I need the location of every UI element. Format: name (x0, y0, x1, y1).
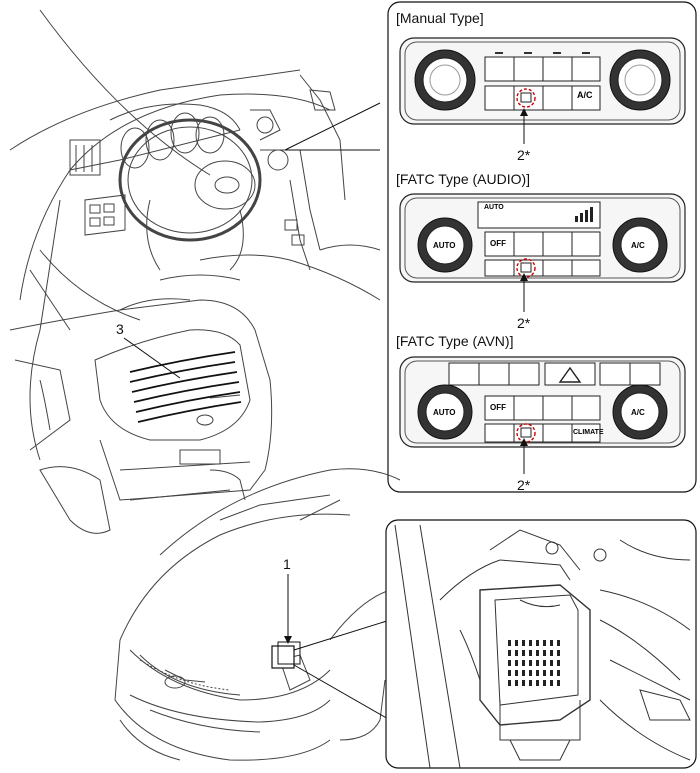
front-car-illustration (114, 468, 401, 761)
avn-callout-2: 2* (517, 477, 531, 493)
manual-ac-label: A/C (577, 90, 593, 100)
rear-defroster-lines (129, 351, 242, 423)
manual-arrowhead (520, 108, 528, 116)
dashboard-illustration (9, 9, 381, 331)
fatc-avn-title: [FATC Type (AVN)] (396, 333, 514, 349)
audio-callout-2: 2* (517, 315, 531, 331)
avn-arrowhead (520, 438, 528, 446)
avn-off-label: OFF (490, 403, 506, 412)
leader-line-dash-top (284, 102, 381, 151)
module-callout-1: 1 (283, 556, 291, 572)
audio-off-label: OFF (490, 239, 506, 248)
avn-auto-label: AUTO (433, 408, 456, 417)
audio-arrowhead (520, 273, 528, 281)
module-leader-top (293, 619, 391, 651)
audio-ac-label: A/C (631, 241, 645, 250)
module-box (271, 645, 295, 669)
audio-auto-label: AUTO (433, 241, 456, 250)
avn-climate-label: CLIMATE (573, 429, 604, 436)
module-leader-bottom (293, 664, 391, 721)
rear-glass-callout-3: 3 (116, 321, 124, 337)
avn-ac-label: A/C (631, 408, 645, 417)
rear-car-illustration (9, 298, 273, 534)
fatc-audio-control-panel (399, 193, 686, 283)
module-detail-box (385, 519, 697, 769)
audio-display-auto: AUTO (484, 204, 504, 211)
module-detail-illustration (394, 524, 691, 769)
module-vent-slots (508, 640, 560, 686)
module-arrowhead (284, 636, 292, 644)
fatc-audio-title: [FATC Type (AUDIO)] (396, 171, 531, 187)
manual-type-title: [Manual Type] (396, 10, 484, 26)
rear-callout-line (123, 337, 181, 379)
manual-control-panel (399, 37, 686, 125)
fatc-avn-control-panel (399, 356, 686, 448)
manual-callout-2: 2* (517, 147, 531, 163)
